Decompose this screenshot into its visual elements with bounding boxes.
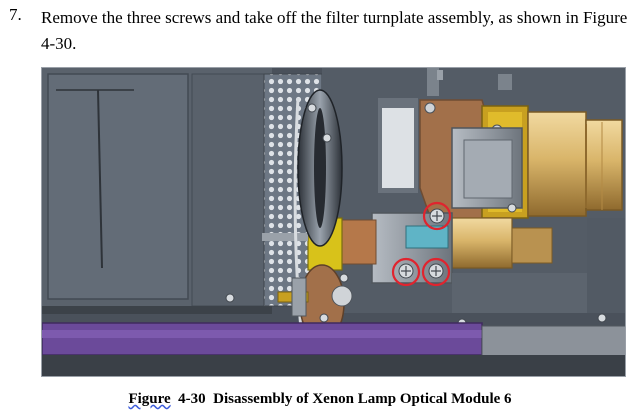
step-number: 7.: [9, 5, 22, 24]
caption-figure-word: Figure: [128, 391, 171, 407]
instruction-step: 7. Remove the three screws and take off …: [0, 2, 640, 58]
figure-image: [41, 67, 626, 377]
figure-caption: Figure 4-30 Disassembly of Xenon Lamp Op…: [0, 391, 640, 408]
step-text: Remove the three screws and take off the…: [41, 8, 628, 53]
screw-highlight-circles: [391, 201, 452, 287]
caption-label: 4-30 Disassembly of Xenon Lamp Optical M…: [178, 391, 512, 407]
xenon-lamp-assembly-illustration: [42, 68, 625, 376]
